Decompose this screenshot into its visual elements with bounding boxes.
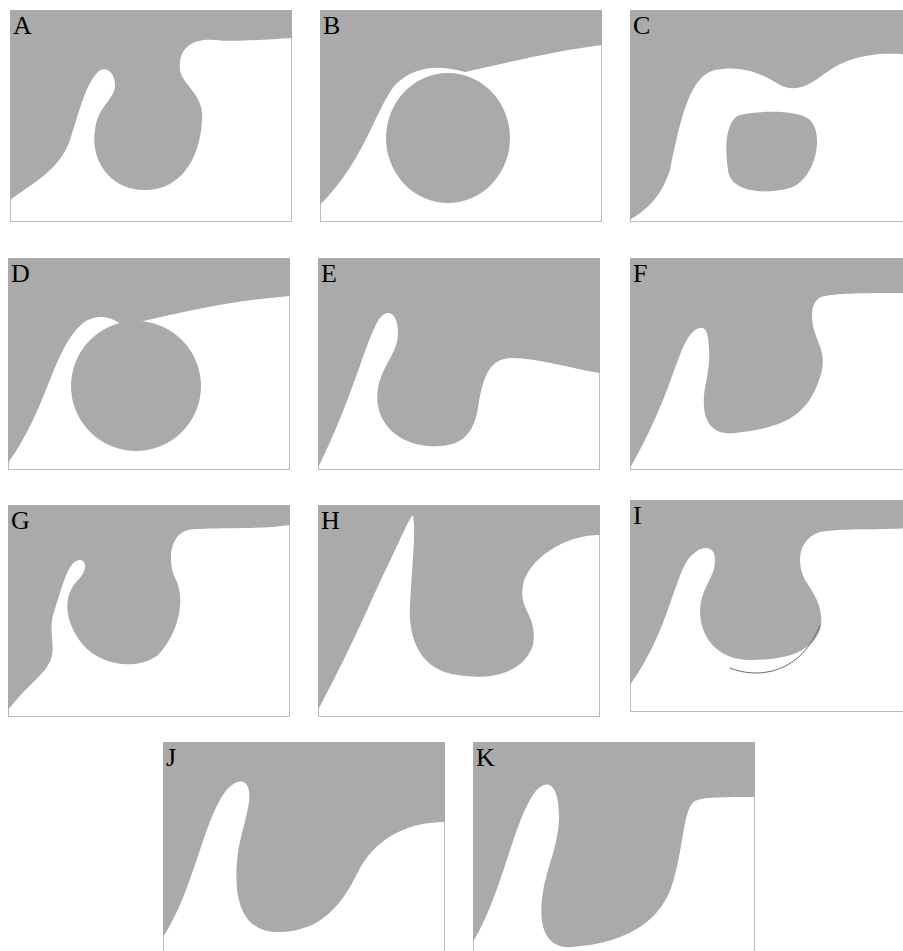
panel-shape [8,505,290,717]
panel-letter: A [13,12,32,40]
panel-letter: J [166,744,176,772]
panel-letter: E [321,260,337,288]
panel-shape [320,10,602,222]
panel-shape [318,258,600,470]
panel-letter: I [633,502,642,530]
panel-shape [630,258,903,470]
panel-shape [163,742,445,951]
panel-letter: B [323,12,340,40]
panel-letter: C [633,12,650,40]
panel-shape [10,10,292,222]
panel-letter: F [633,260,647,288]
panel-letter: K [476,744,495,772]
panel-shape [473,742,755,951]
panel-shape [630,10,903,222]
panel-letter: G [11,507,30,535]
panel-shape [630,500,903,712]
panel-letter: D [11,260,30,288]
panel-shape [318,505,600,717]
panel-letter: H [321,507,340,535]
panel-shape [8,258,290,470]
